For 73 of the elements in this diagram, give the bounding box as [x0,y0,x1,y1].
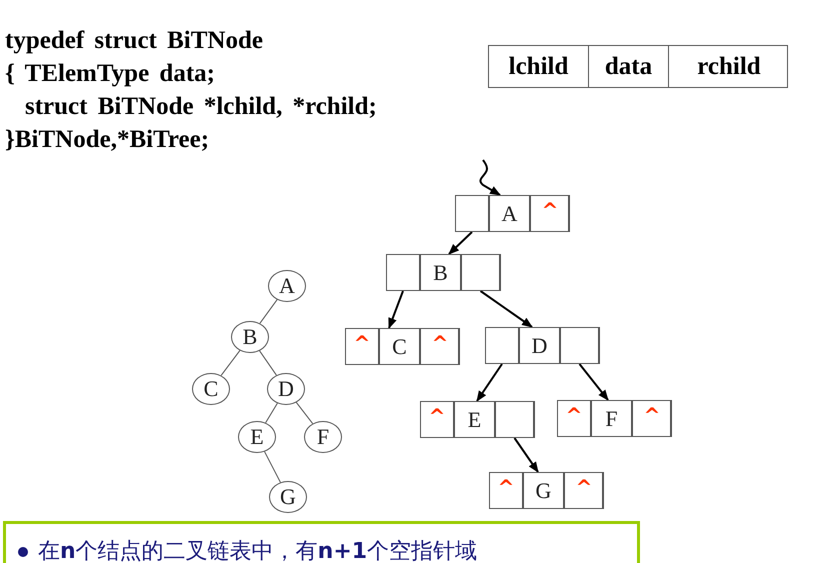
tree-edge [296,402,314,424]
pointer-arrow [448,231,473,255]
node-letter: G [536,478,552,504]
linked-node-box [420,401,534,438]
node-letter: B [433,260,448,286]
node-letter: G [280,484,296,510]
tree-node-circle [231,321,269,353]
tree-node-circle [192,373,230,405]
tree-node-circle [268,270,306,302]
pointer-arrow [479,159,501,196]
tree-edge [264,451,281,483]
linked-node-box [386,254,500,291]
data-cell [489,195,530,232]
code-line: }BiTNode,*BiTree; [5,125,210,155]
field-name: data [588,46,668,87]
node-letter: C [204,376,218,402]
null-pointer-cell [420,328,460,365]
code-line: typedef struct BiTNode [5,26,263,56]
linked-node-box [455,195,569,232]
field-name: lchild [508,52,570,82]
data-cell [591,400,632,437]
null-symbol: ^ [644,402,660,426]
node-letter: F [605,406,618,432]
null-pointer-cell [530,195,570,232]
tree-node-circle [238,421,276,453]
pointer-arrow [476,363,503,402]
data-cell [420,254,461,291]
tree-edge [259,350,277,376]
null-symbol: ^ [354,330,370,354]
pointer-arrow [388,290,404,330]
null-symbol: ^ [432,330,448,354]
null-symbol: ^ [576,474,592,498]
pointer-arrow [514,437,539,473]
null-symbol: ^ [428,404,446,428]
node-letter: F [316,424,330,450]
null-symbol: ^ [566,402,582,426]
tree-node-circle [269,481,307,513]
linked-node-box [557,400,671,437]
tree-edge [259,299,278,324]
data-cell [454,401,495,438]
pointer-arrow [480,290,533,328]
node-letter: A [279,273,295,299]
node-letter: E [250,424,264,450]
pointer-cell [461,254,501,291]
node-letter: D [532,332,548,358]
node-letter: C [392,334,407,360]
node-letter: A [502,200,518,226]
pointer-arrow [578,363,609,401]
code-line: { TElemType data; [5,59,215,89]
tree-node-circle [267,373,305,405]
tree-node-circle [304,421,342,453]
node-letter: D [278,376,294,402]
null-pointer-cell [632,400,672,437]
null-symbol: ^ [498,474,514,498]
linked-node-box [485,327,599,364]
null-pointer-cell [564,472,604,509]
field-name: rchild [668,46,789,87]
pointer-cell [495,401,535,438]
node-letter: E [468,406,482,432]
node-letter: B [242,324,258,350]
linked-node-box [489,472,603,509]
data-cell [379,328,420,365]
pointer-cell [560,327,600,364]
tree-edge [220,350,240,376]
null-symbol: ^ [542,198,558,222]
node-structure-box [488,45,788,88]
code-line: struct BiTNode *lchild, *rchild; [25,92,377,122]
linked-node-box [345,328,459,365]
note-box [3,521,640,563]
data-cell [523,472,564,509]
data-cell [519,327,560,364]
tree-edge [265,402,278,424]
note-text: 在n个结点的二叉链表中，有n+1个空指针域 [38,538,478,563]
